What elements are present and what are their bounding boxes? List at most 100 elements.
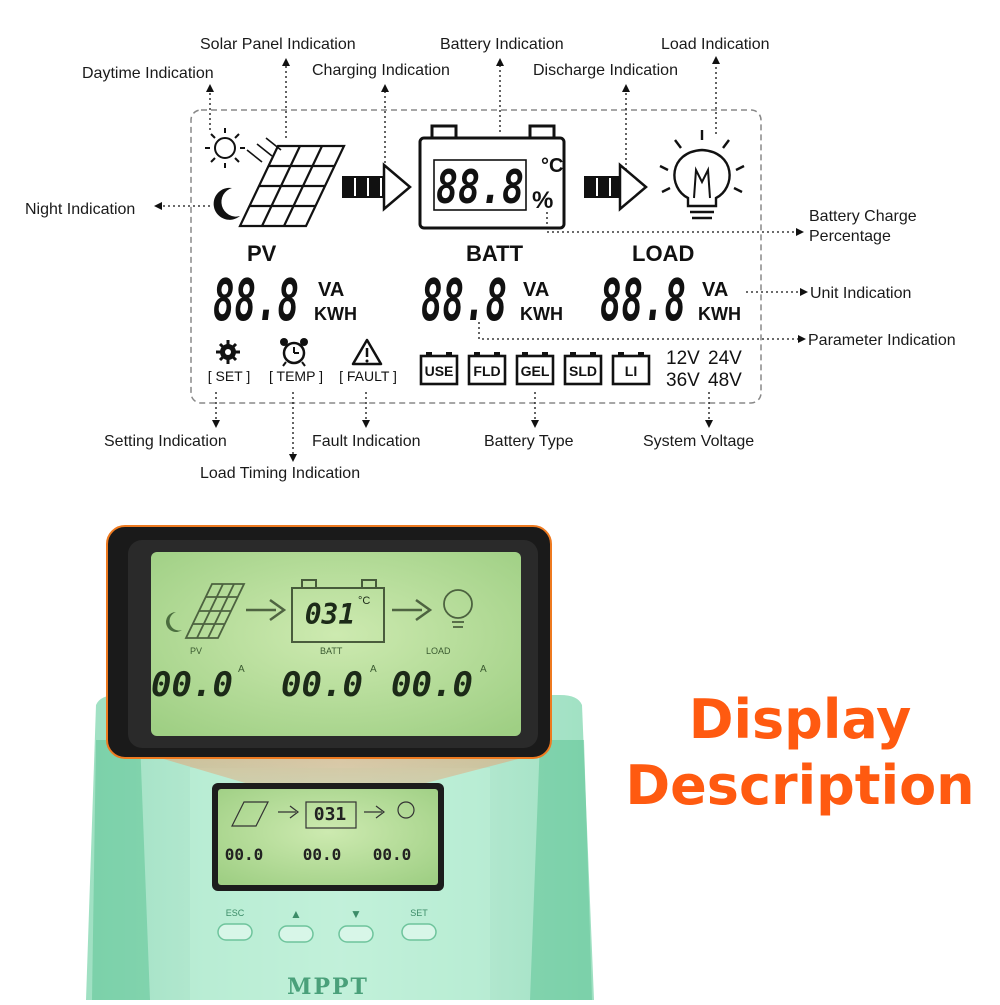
callout-system-voltage: System Voltage: [643, 433, 755, 450]
voltage-24v: 24V: [708, 348, 742, 369]
device-lcd-load: 00.0: [373, 845, 412, 864]
light-bulb-icon: [659, 130, 745, 220]
zoom-pv-value: 00.0: [151, 665, 233, 705]
callout-setting: Setting Indication: [104, 433, 227, 450]
zoom-beam: [140, 752, 545, 808]
celsius-unit: °C: [541, 155, 563, 177]
pv-label: PV: [247, 241, 277, 266]
discharge-arrow-icon: [584, 162, 648, 212]
zoom-pv-label: PV: [190, 646, 202, 656]
callout-daytime: Daytime Indication: [82, 65, 214, 82]
device-buttons: ESC ▲ ▼ SET: [217, 907, 437, 943]
lcd-diagram: 88.8 °C % PV BATT LOAD 88.8 88.8 88.8: [0, 0, 1000, 500]
battery-type-sld: SLD: [563, 352, 603, 386]
battery-type-label: SLD: [569, 363, 597, 379]
battery-type-group: USE FLD GEL SLD LI: [419, 352, 651, 386]
zoom-load-value: 00.0: [391, 665, 473, 705]
battery-readout: 88.8: [436, 160, 524, 214]
sun-icon: [205, 128, 245, 168]
pv-unit-kwh: KWH: [314, 304, 357, 324]
charging-arrow-icon: [342, 162, 412, 212]
esc-button-label: ESC: [226, 908, 245, 918]
zoom-load-label: LOAD: [426, 646, 451, 656]
zoom-load-unit: A: [480, 664, 487, 675]
lcd-diagram-svg: 88.8 °C % PV BATT LOAD 88.8 88.8 88.8: [154, 56, 808, 462]
callout-battery-type: Battery Type: [484, 433, 574, 450]
zoom-batt-value: 00.0: [281, 665, 363, 705]
percent-unit: %: [532, 187, 553, 214]
battery-type-li: LI: [611, 352, 651, 386]
load-unit-kwh: KWH: [698, 304, 741, 324]
battery-type-label: FLD: [473, 363, 500, 379]
callout-battery-charge-line2: Percentage: [809, 228, 891, 245]
batt-value: 88.8: [421, 266, 507, 334]
up-button[interactable]: [278, 925, 314, 943]
zoom-discharge-arrow-icon: [392, 598, 433, 622]
brand-logo: MPPT: [287, 974, 369, 1000]
callout-charging: Charging Indication: [312, 62, 450, 79]
load-value: 88.8: [600, 266, 686, 334]
pv-unit-va: VA: [318, 279, 344, 301]
set-button[interactable]: [401, 923, 437, 941]
device-lcd: 031 00.0 00.0 00.0: [212, 783, 444, 891]
title-line-2: Description: [625, 754, 975, 817]
zoom-celsius: °C: [358, 595, 370, 607]
pv-value: 88.8: [213, 266, 299, 334]
batt-unit-kwh: KWH: [520, 304, 563, 324]
battery-icon: [418, 124, 566, 230]
callout-load: Load Indication: [661, 36, 770, 53]
battery-type-label: GEL: [521, 363, 550, 379]
lcd-frame: [190, 109, 762, 404]
device-lcd-battery: 031: [314, 804, 347, 825]
callout-night: Night Indication: [25, 201, 136, 218]
fault-label: [ FAULT ]: [339, 368, 397, 384]
battery-type-fld: FLD: [467, 352, 507, 386]
title-line-1: Display: [688, 688, 912, 751]
zoom-battery-readout: 031: [305, 598, 356, 631]
moon-icon: [213, 187, 240, 220]
batt-label: BATT: [466, 241, 524, 266]
zoom-solar-panel-icon: [184, 583, 246, 639]
battery-type-label: LI: [625, 363, 637, 379]
down-button-label: ▼: [350, 907, 362, 921]
load-label: LOAD: [632, 241, 694, 266]
zoom-battery-icon: [291, 579, 385, 643]
load-unit-va: VA: [702, 279, 728, 301]
callout-battery: Battery Indication: [440, 36, 564, 53]
zoom-batt-label: BATT: [320, 646, 343, 656]
temp-label: [ TEMP ]: [269, 368, 323, 384]
callout-parameter: Parameter Indication: [808, 332, 956, 349]
esc-button[interactable]: [217, 923, 253, 941]
gear-icon: [216, 340, 240, 364]
alarm-clock-icon: [280, 338, 308, 367]
device-lcd-icons: [231, 801, 415, 829]
warning-icon: [351, 338, 383, 366]
battery-type-use: USE: [419, 352, 459, 386]
product-photo: 031 00.0 00.0 00.0 ESC ▲ ▼ SET MPPT: [0, 500, 1000, 1000]
zoom-bulb-icon: [443, 589, 473, 628]
voltage-48v: 48V: [708, 370, 742, 391]
device-lcd-pv: 00.0: [225, 845, 264, 864]
callout-solar-panel: Solar Panel Indication: [200, 36, 356, 53]
callout-discharge: Discharge Indication: [533, 62, 678, 79]
batt-unit-va: VA: [523, 279, 549, 301]
product-photo-svg: 031 00.0 00.0 00.0 ESC ▲ ▼ SET MPPT: [86, 525, 594, 1000]
sun-ray-arrows-icon: [246, 137, 282, 163]
callout-unit: Unit Indication: [810, 285, 912, 302]
battery-type-gel: GEL: [515, 352, 555, 386]
solar-panel-icon: [238, 144, 346, 228]
zoom-moon-icon: [166, 612, 182, 632]
voltage-12v: 12V: [666, 348, 700, 369]
device-lcd-batt: 00.0: [303, 845, 342, 864]
voltage-36v: 36V: [666, 370, 700, 391]
callout-fault: Fault Indication: [312, 433, 421, 450]
set-label: [ SET ]: [208, 368, 251, 384]
battery-type-label: USE: [425, 363, 454, 379]
zoom-charging-arrow-icon: [246, 598, 287, 622]
zoomed-lcd: 031 °C PV BATT LOAD 00.0 00.0 00.0 A A A: [106, 525, 552, 759]
down-button[interactable]: [338, 925, 374, 943]
zoom-batt-unit: A: [370, 664, 377, 675]
zoom-pv-unit: A: [238, 664, 245, 675]
leader-lines: [154, 56, 808, 462]
callout-battery-charge-line1: Battery Charge: [809, 208, 917, 225]
